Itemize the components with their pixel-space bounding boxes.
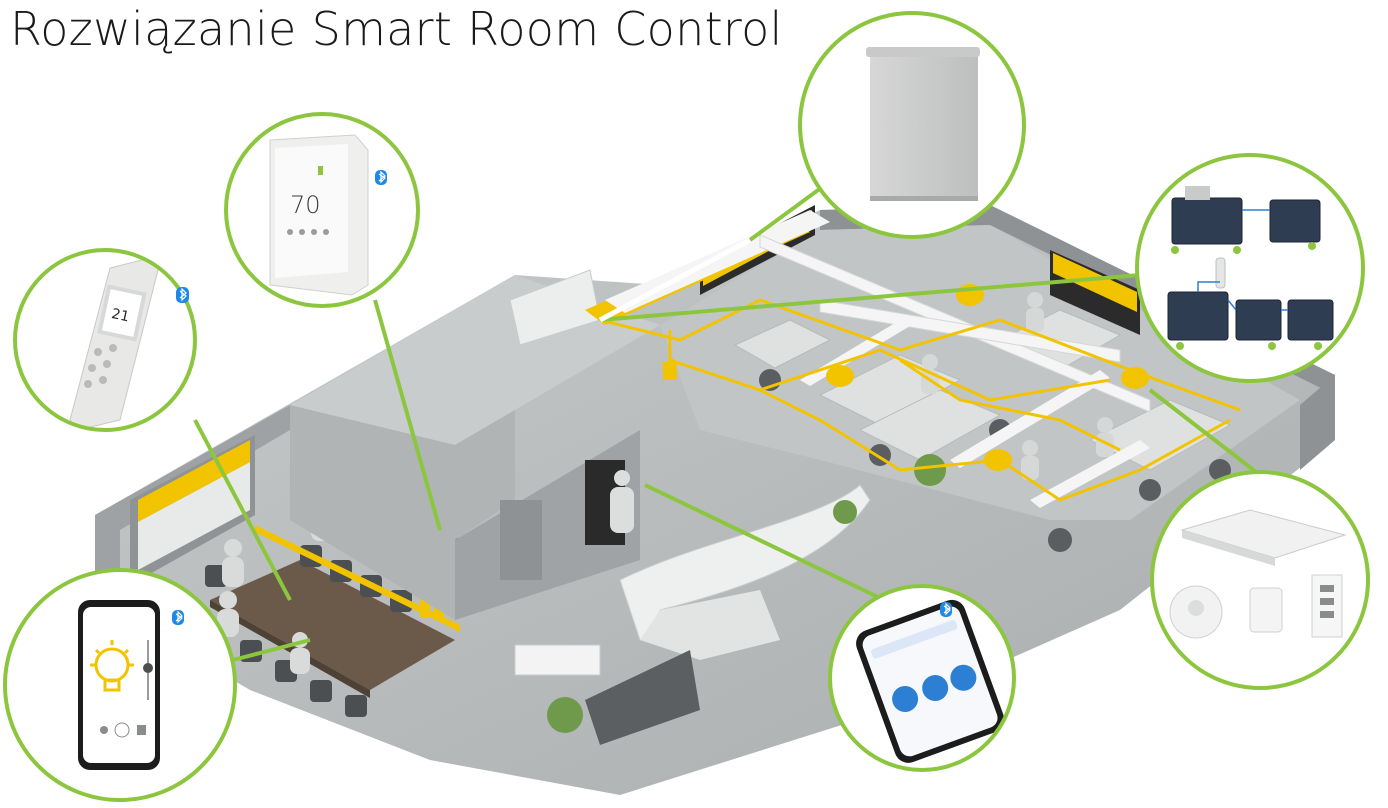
bluetooth-icon xyxy=(940,602,952,617)
thermostat-display: 70 xyxy=(290,191,321,219)
remote-callout: 21 xyxy=(13,248,197,432)
reception-desk xyxy=(514,484,871,745)
fan-icon xyxy=(100,722,146,738)
controllers-callout xyxy=(1135,153,1365,383)
phone-lighting-callout xyxy=(3,568,237,802)
blind-callout xyxy=(798,11,1026,239)
phone-app-callout xyxy=(828,584,1016,772)
thermostat-callout: 70 xyxy=(224,112,420,308)
sensors-callout xyxy=(1150,470,1370,690)
page-title: Rozwiązanie Smart Room Control xyxy=(10,2,783,56)
callout-lines xyxy=(193,183,1262,662)
bluetooth-icon xyxy=(176,287,189,303)
bluetooth-icon xyxy=(172,610,184,625)
bulb-icon xyxy=(90,640,134,692)
ceiling-sensors xyxy=(663,284,1149,471)
bluetooth-icon xyxy=(375,170,387,185)
remote-display: 21 xyxy=(110,306,131,325)
